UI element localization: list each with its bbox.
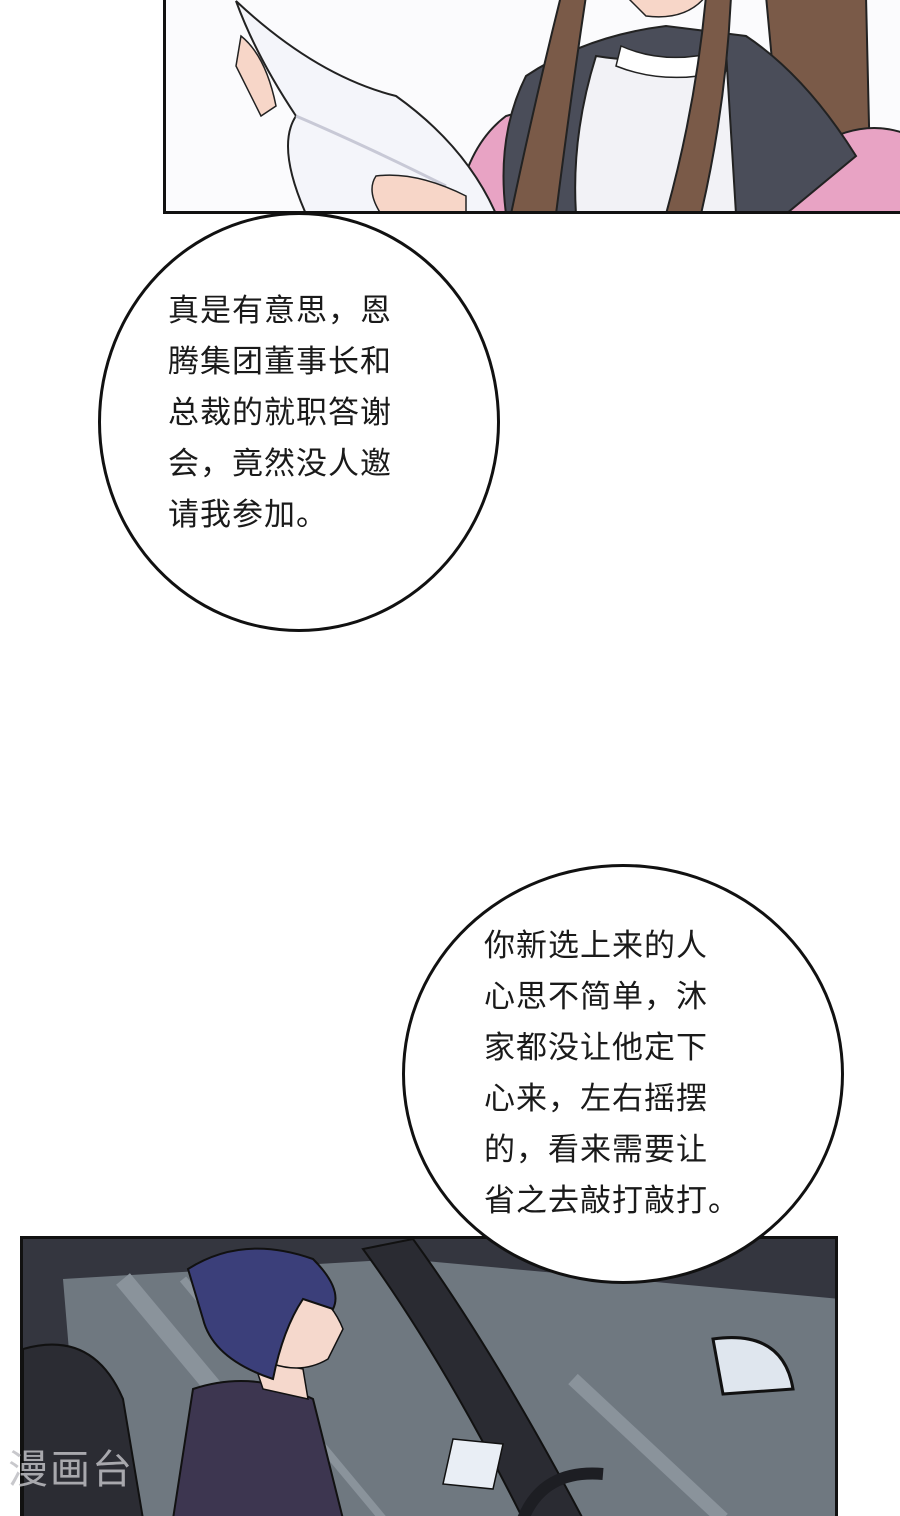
speech-bubble-text: 你新选上来的人 心思不简单，沐 家都没让他定下 心来，左右摇摆 的，看来需要让 … [484,928,740,1219]
bottom-panel-man-in-car [20,1236,838,1516]
top-panel-woman-reading [163,0,900,214]
speech-bubble-text: 真是有意思，恩 腾集团董事长和 总裁的就职答谢 会，竟然没人邀 请我参加。 [168,292,392,533]
woman-reading-illustration [235,0,900,211]
speech-bubble-woman: 真是有意思，恩 腾集团董事长和 总裁的就职答谢 会，竟然没人邀 请我参加。 [98,212,500,632]
speech-bubble-man: 你新选上来的人 心思不简单，沐 家都没让他定下 心来，左右摇摆 的，看来需要让 … [402,864,844,1284]
watermark: 漫画台 [8,1447,134,1493]
man-in-car-illustration [23,1239,835,1516]
